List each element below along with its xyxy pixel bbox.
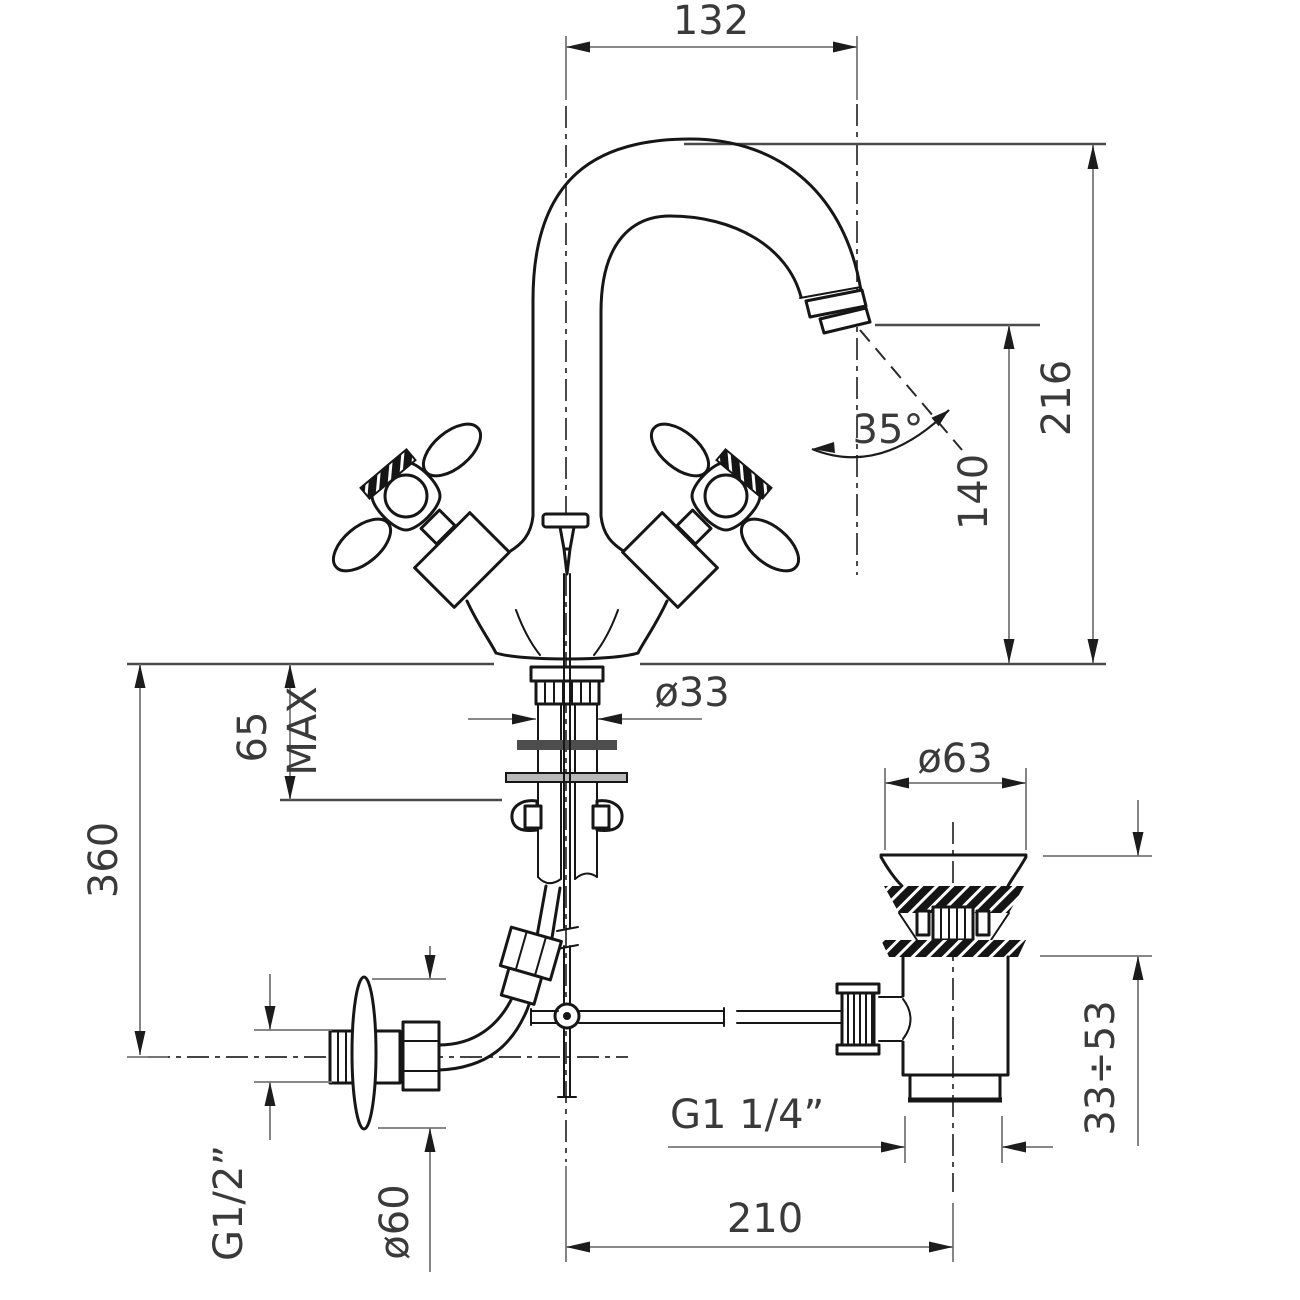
cross-handle-right bbox=[621, 412, 810, 609]
dim-d63-waste-cap-diameter: ø63 bbox=[884, 736, 1027, 850]
dim-35deg-outlet-angle: 35° bbox=[811, 407, 950, 459]
dim-65-label: 65 bbox=[230, 712, 276, 763]
mixer-body bbox=[465, 514, 669, 661]
spout-outer-curve bbox=[531, 137, 863, 518]
dim-d33-shank-diameter: ø33 bbox=[468, 670, 730, 725]
handle-lobe-lower bbox=[332, 517, 392, 573]
spout-inner-curve bbox=[599, 214, 803, 518]
dim-216-label: 216 bbox=[1034, 360, 1080, 436]
dimensions: 132 216 140 35° 65 MAX bbox=[81, 0, 1152, 1272]
supply-tubes bbox=[537, 703, 598, 880]
dim-g12-label: G1/2” bbox=[206, 1145, 252, 1261]
lever-stub-left bbox=[530, 1008, 559, 1026]
rod-below-pivot bbox=[557, 1027, 577, 1098]
handle-spoke-edge bbox=[359, 447, 417, 501]
reference-lines bbox=[127, 142, 1106, 802]
waste-bracket-right bbox=[975, 909, 991, 937]
body-right-flank bbox=[636, 599, 669, 655]
waste-port-arc bbox=[902, 998, 912, 1040]
knob-to-waste-link bbox=[878, 996, 903, 1042]
pivot-center bbox=[563, 1012, 571, 1020]
waste-knurl-lines bbox=[940, 908, 966, 939]
dim-140-label: 140 bbox=[951, 454, 997, 530]
wall-supply-fitting bbox=[328, 884, 563, 1131]
body-left-shoulder bbox=[507, 514, 535, 554]
waste-hatched-cone bbox=[884, 886, 1024, 913]
dim-140-outlet-height: 140 bbox=[951, 325, 1015, 663]
lever-rod bbox=[578, 1007, 725, 1027]
dim-210-waste-offset: 210 bbox=[565, 1166, 954, 1262]
dim-132-label: 132 bbox=[673, 0, 749, 44]
lift-rod-knob bbox=[541, 512, 590, 576]
shank-thread-block bbox=[534, 679, 601, 706]
wall-escutcheon bbox=[350, 975, 378, 1131]
dim-g114-label: G1 1/4” bbox=[670, 1092, 824, 1138]
dim-d60-label: ø60 bbox=[372, 1184, 418, 1259]
supply-hex-nut bbox=[401, 1020, 441, 1092]
centerlines bbox=[148, 104, 963, 1192]
dim-max-label: MAX bbox=[280, 686, 326, 775]
waste-knurl bbox=[931, 905, 975, 942]
dim-33-53-label: 33÷53 bbox=[1078, 1000, 1124, 1135]
popup-waste bbox=[879, 853, 1028, 1103]
dim-65-max-deck-thickness: 65 MAX bbox=[230, 664, 326, 800]
waste-hatched-disc bbox=[881, 940, 1026, 957]
body-left-flank bbox=[465, 599, 498, 655]
dim-132-spout-projection: 132 bbox=[565, 0, 858, 100]
handle-stem bbox=[419, 508, 457, 546]
waste-adjuster-knob bbox=[835, 982, 881, 1056]
mounting-nut-block-left bbox=[523, 804, 543, 830]
tube-break-lines bbox=[537, 872, 598, 885]
dim-d63-label: ø63 bbox=[917, 736, 992, 782]
body-dome-arc-left bbox=[515, 609, 541, 656]
waste-cap-flare bbox=[879, 855, 1028, 888]
waste-tailpiece-sides bbox=[908, 1073, 1002, 1101]
lift-rod-lower bbox=[563, 945, 571, 1005]
body-right-shoulder bbox=[599, 514, 627, 554]
body-base bbox=[494, 651, 640, 661]
dim-d60-flange-diameter: ø60 bbox=[372, 946, 446, 1272]
lever-rod-continued bbox=[736, 1010, 843, 1024]
aerator bbox=[799, 286, 872, 335]
dim-216-total-height: 216 bbox=[1034, 145, 1099, 663]
shank-collar bbox=[529, 665, 605, 683]
hex-nut-facets bbox=[402, 1040, 440, 1072]
mounting-nut-block-right bbox=[591, 804, 611, 830]
water-jet-direction-line bbox=[859, 329, 963, 451]
cross-handle-left bbox=[332, 422, 511, 609]
shank-washer-dark bbox=[517, 740, 617, 750]
compression-fitting bbox=[498, 925, 563, 1006]
dim-35-label: 35° bbox=[853, 407, 924, 453]
dim-g12-supply-thread: G1/2” bbox=[206, 974, 332, 1261]
shank-washer-plate bbox=[505, 772, 628, 783]
dim-33-53-clamp-range: 33÷53 bbox=[1040, 800, 1152, 1146]
lift-rod-upper bbox=[563, 573, 571, 929]
body-dome-arc-right bbox=[593, 609, 619, 656]
waste-body bbox=[901, 955, 1010, 1077]
dim-d33-label: ø33 bbox=[654, 670, 729, 716]
dim-g114-waste-thread: G1 1/4” bbox=[668, 1092, 1053, 1163]
popup-linkage bbox=[530, 573, 903, 1098]
waste-mid-sides bbox=[898, 912, 1010, 941]
supply-pipe-inner bbox=[437, 886, 562, 1072]
dim-360-supply-drop: 360 bbox=[81, 664, 168, 1058]
waste-bracket-left bbox=[915, 909, 931, 937]
dim-210-label: 210 bbox=[727, 1196, 803, 1242]
dim-360-label: 360 bbox=[81, 822, 127, 898]
faucet bbox=[328, 137, 1028, 1131]
handle-ring bbox=[383, 473, 429, 519]
